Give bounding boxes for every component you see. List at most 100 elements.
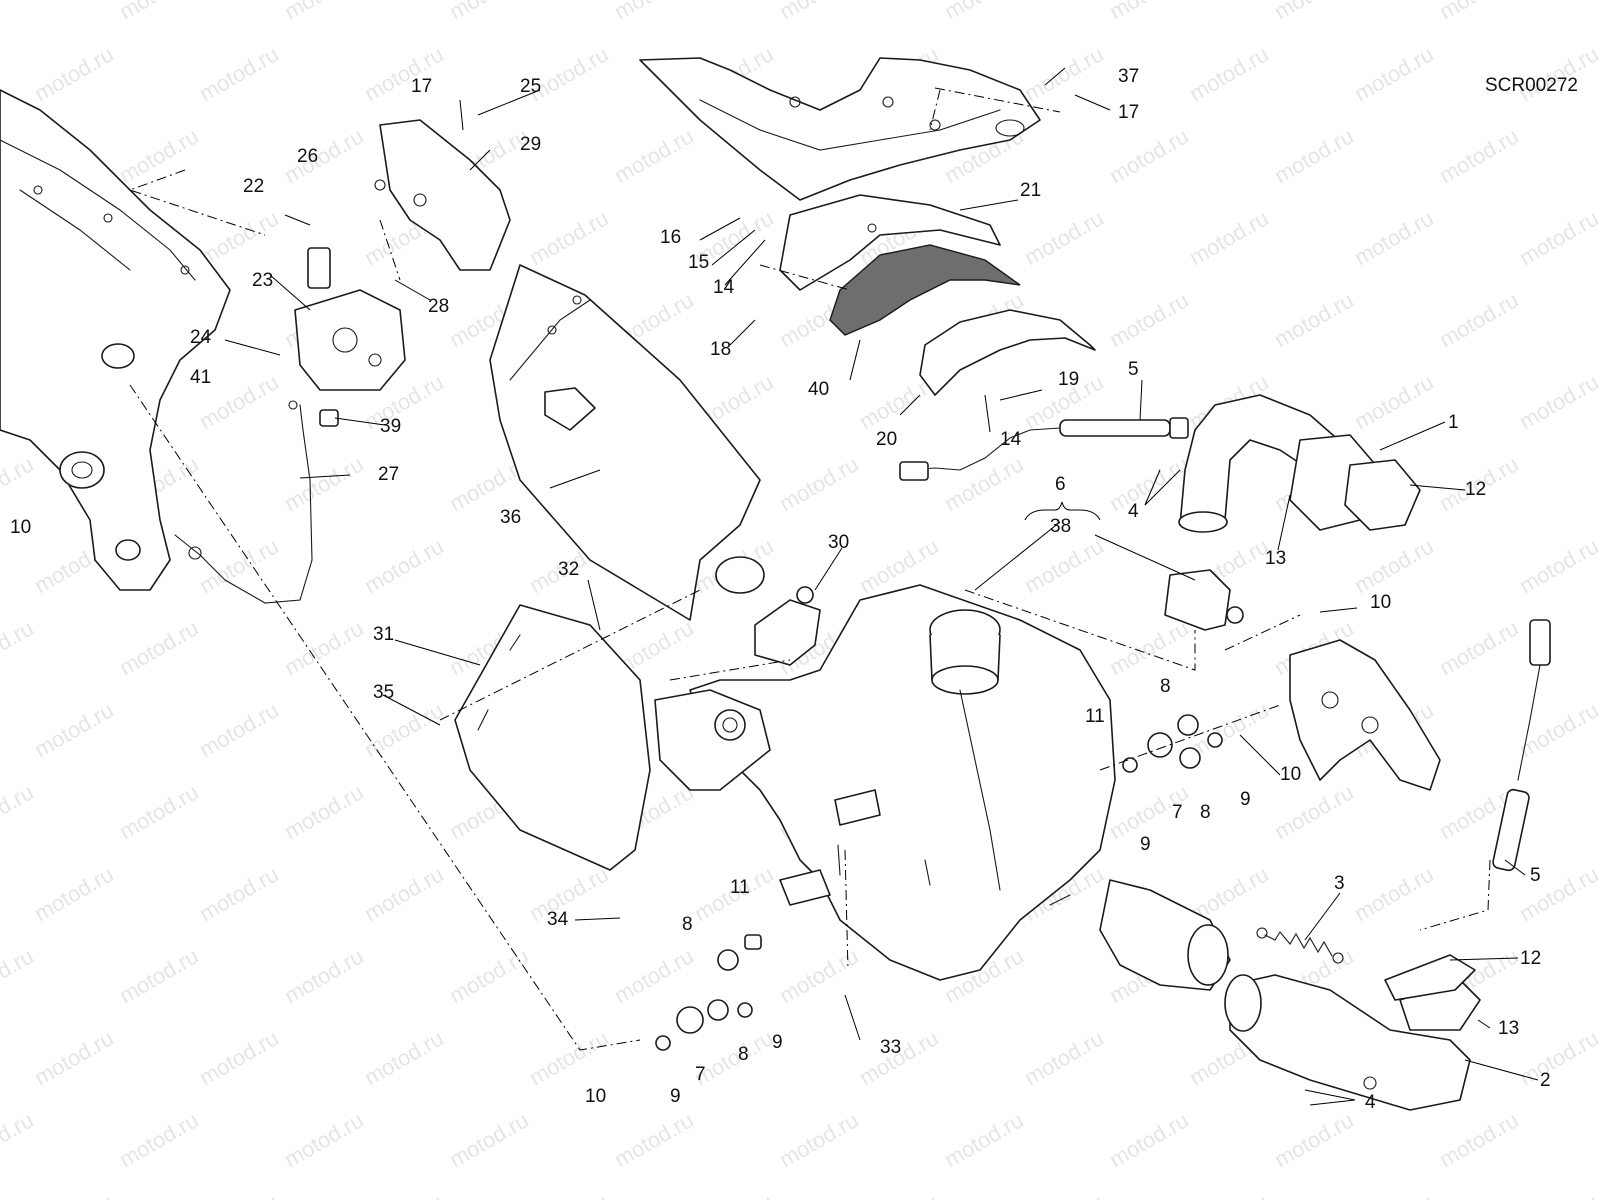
watermark-text: motod.ru (855, 1189, 943, 1200)
watermark-text: motod.ru (1020, 1025, 1108, 1090)
watermark-text: motod.ru (1270, 287, 1358, 352)
watermark-text: motod.ru (0, 615, 38, 680)
callout-c35: 35 (373, 682, 394, 703)
callout-c20: 20 (876, 429, 897, 450)
watermark-text: motod.ru (1105, 123, 1193, 188)
watermark-text: motod.ru (1270, 0, 1358, 24)
watermark-text: motod.ru (115, 1107, 203, 1172)
watermark-text: motod.ru (610, 123, 698, 188)
callout-c34: 34 (547, 909, 569, 930)
callout-c12b: 12 (1465, 479, 1486, 500)
watermark-text: motod.ru (1350, 41, 1438, 106)
watermark-text: motod.ru (610, 0, 698, 24)
callout-c4a: 4 (1128, 501, 1139, 522)
watermark-text: motod.ru (610, 943, 698, 1008)
watermark-text: motod.ru (775, 0, 863, 24)
watermark-text: motod.ru (1350, 533, 1438, 598)
callout-c17b: 17 (1118, 102, 1139, 123)
footrest-bracket-right (1289, 639, 1441, 791)
watermark-text: motod.ru (0, 1107, 38, 1172)
watermark-text: motod.ru (940, 0, 1028, 24)
watermark-text: motod.ru (1350, 1189, 1438, 1200)
watermark-text: motod.ru (30, 1025, 118, 1090)
callout-c9a: 9 (1240, 789, 1251, 810)
watermark-text: motod.ru (115, 779, 203, 844)
callout-c14a: 14 (1000, 429, 1022, 450)
callout-c8a: 8 (1160, 676, 1171, 697)
watermark-text: motod.ru (525, 1189, 613, 1200)
callout-c26: 26 (297, 146, 318, 167)
watermark-text: motod.ru (1350, 369, 1438, 434)
rubber-mount-lower (655, 934, 762, 1051)
rear-subframe (639, 57, 1041, 201)
callout-c22: 22 (243, 176, 264, 197)
watermark-text: motod.ru (1515, 1189, 1600, 1200)
watermark-text: motod.ru (115, 943, 203, 1008)
pipe-clamp-38 (1164, 569, 1244, 631)
watermark-text: motod.ru (525, 205, 613, 270)
callout-c40: 40 (808, 379, 829, 400)
watermark-text: motod.ru (1435, 0, 1523, 24)
callout-c25: 25 (520, 76, 541, 97)
callout-c29: 29 (520, 134, 541, 155)
callout-c2: 2 (1540, 1070, 1551, 1091)
callout-c28: 28 (428, 296, 449, 317)
watermark-text: motod.ru (0, 0, 38, 24)
watermark-text: motod.ru (115, 123, 203, 188)
watermark-text: motod.ru (360, 533, 448, 598)
heat-insulation-40 (829, 244, 1021, 336)
callout-c5a: 5 (1128, 359, 1139, 380)
watermark-text: motod.ru (1185, 41, 1273, 106)
watermark-text: motod.ru (1020, 41, 1108, 106)
watermark-text: motod.ru (1435, 287, 1523, 352)
watermark-text: motod.ru (1105, 451, 1193, 516)
watermark-text: motod.ru (775, 943, 863, 1008)
watermark-text: motod.ru (1105, 1107, 1193, 1172)
watermark-text: motod.ru (1515, 533, 1600, 598)
callout-c10c: 10 (1280, 764, 1301, 785)
silencer-outer-cover-36 (489, 264, 765, 621)
watermark-text: motod.ru (610, 1107, 698, 1172)
actuator-cable-27 (174, 400, 313, 604)
callout-c10b: 10 (1370, 592, 1391, 613)
frame-left (0, 89, 231, 591)
actuator-cover-29 (374, 119, 511, 271)
callout-c9c: 9 (772, 1032, 783, 1053)
watermark-text: motod.ru (1185, 205, 1273, 270)
heat-guard-21 (779, 194, 1001, 291)
lambda-sensor-lower-5 (1492, 619, 1551, 872)
watermark-text: motod.ru (775, 1107, 863, 1172)
watermark-text: motod.ru (1020, 205, 1108, 270)
watermark-text: motod.ru (280, 451, 368, 516)
callout-c6: 6 (1055, 474, 1066, 495)
watermark-text: motod.ru (1435, 123, 1523, 188)
watermark-text: motod.ru (1105, 615, 1193, 680)
watermark-text: motod.ru (1515, 1025, 1600, 1090)
watermark-text: motod.ru (0, 451, 38, 516)
watermark-text: motod.ru (445, 943, 533, 1008)
callout-labels: 1234455677888899991010101011111212131314… (10, 66, 1551, 1113)
watermark-text: motod.ru (1515, 369, 1600, 434)
watermark-text: motod.ru (115, 0, 203, 24)
exhaust-valve-actuator-23 (294, 247, 406, 427)
watermark-text: motod.ru (1105, 0, 1193, 24)
watermark-text: motod.ru (1350, 861, 1438, 926)
watermark-text: motod.ru (940, 451, 1028, 516)
callout-c32: 32 (558, 559, 579, 580)
callout-c10d: 10 (585, 1086, 606, 1107)
watermark-text: motod.ru (1020, 1189, 1108, 1200)
watermark-text: motod.ru (280, 943, 368, 1008)
watermark-text: motod.ru (195, 41, 283, 106)
callout-c5b: 5 (1530, 865, 1541, 886)
watermark-text: motod.ru (280, 123, 368, 188)
watermark-text: motod.ru (1435, 1107, 1523, 1172)
watermark-text: motod.ru (280, 615, 368, 680)
callout-c16: 16 (660, 227, 681, 248)
callout-c11a: 11 (1085, 706, 1105, 727)
callout-c19: 19 (1058, 369, 1079, 390)
callout-c24: 24 (190, 327, 212, 348)
callout-c17a: 17 (411, 76, 432, 97)
watermark-text: motod.ru (1105, 287, 1193, 352)
watermark-text: motod.ru (1435, 615, 1523, 680)
watermark-text: motod.ru (360, 1025, 448, 1090)
